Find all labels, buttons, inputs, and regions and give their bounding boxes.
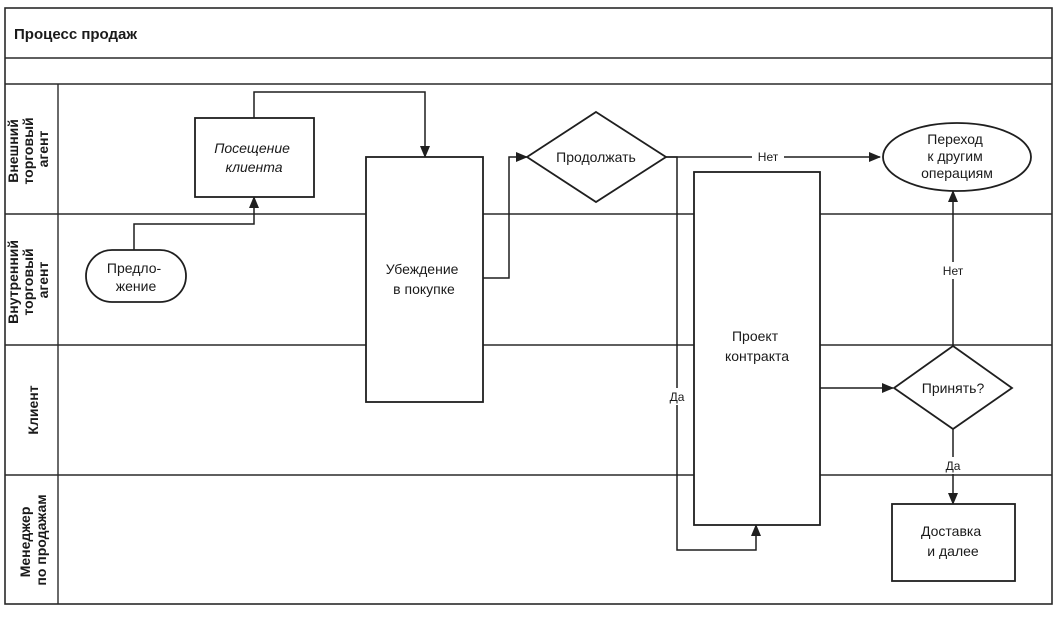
edge-continue-yes: [666, 156, 761, 551]
svg-text:Переход к другим о: Переход к другим операциям: [921, 131, 993, 181]
edge-label-continue-no: Нет: [758, 150, 779, 164]
diagram-frame: [4, 7, 1053, 605]
terminator-shape: [85, 249, 187, 303]
svg-text:Убеждение в покупке: Убеждение в покупке: [386, 261, 463, 297]
edge-label-bg-continue-no: [752, 148, 784, 165]
process-shape: [693, 171, 821, 526]
node-offer: Предло- жение: [85, 249, 187, 303]
node-switch: Переход к другим операциям: [882, 122, 1032, 192]
edge-label-bg-accept-yes: [939, 457, 967, 474]
edge-offer-to-visit: [133, 196, 259, 250]
svg-text:Предло- жение: Предло- жение: [107, 260, 165, 294]
edge-label-continue-yes: Да: [670, 390, 685, 404]
svg-text:Продолжать: Продолжать: [556, 149, 636, 165]
edge-persuade-to-continue: [483, 152, 528, 279]
decision-shape: [892, 344, 1014, 431]
node-draft: Проект контракта: [693, 171, 821, 526]
process-shape: [194, 117, 315, 198]
process-shape: [365, 156, 484, 403]
svg-text:Проект контракта: Проект контракта: [725, 328, 789, 364]
edge-label-bg-accept-no: [937, 262, 969, 279]
lane-label-client: Клиент: [25, 385, 41, 434]
edge-visit-to-persuade: [253, 91, 430, 158]
lane-label-manager: Менеджер по продажам: [17, 494, 49, 585]
edge-label-accept-yes: Да: [946, 459, 961, 473]
decision-shape: [525, 110, 668, 204]
node-accept: Принять?: [892, 344, 1014, 431]
diagram-title: Процесс продаж: [14, 26, 137, 43]
svg-text:Посещение клиента: Посещение клиента: [214, 140, 294, 175]
node-continue: Продолжать: [525, 110, 668, 204]
edge-label-accept-no: Нет: [943, 264, 964, 278]
svg-text:Принять?: Принять?: [922, 380, 985, 396]
edge-label-bg-continue-yes: [663, 388, 693, 405]
lane-label-internal: Внутренний торговый агент: [5, 236, 51, 324]
svg-text:Доставка и далее: Доставка и далее: [921, 523, 985, 559]
process-shape: [891, 503, 1016, 582]
node-persuade: Убеждение в покупке: [365, 156, 484, 403]
node-delivery: Доставка и далее: [891, 503, 1016, 582]
terminator-shape: [882, 122, 1032, 192]
lane-label-external: Внешний торговый агент: [5, 113, 51, 184]
node-visit: Посещение клиента: [194, 117, 315, 198]
